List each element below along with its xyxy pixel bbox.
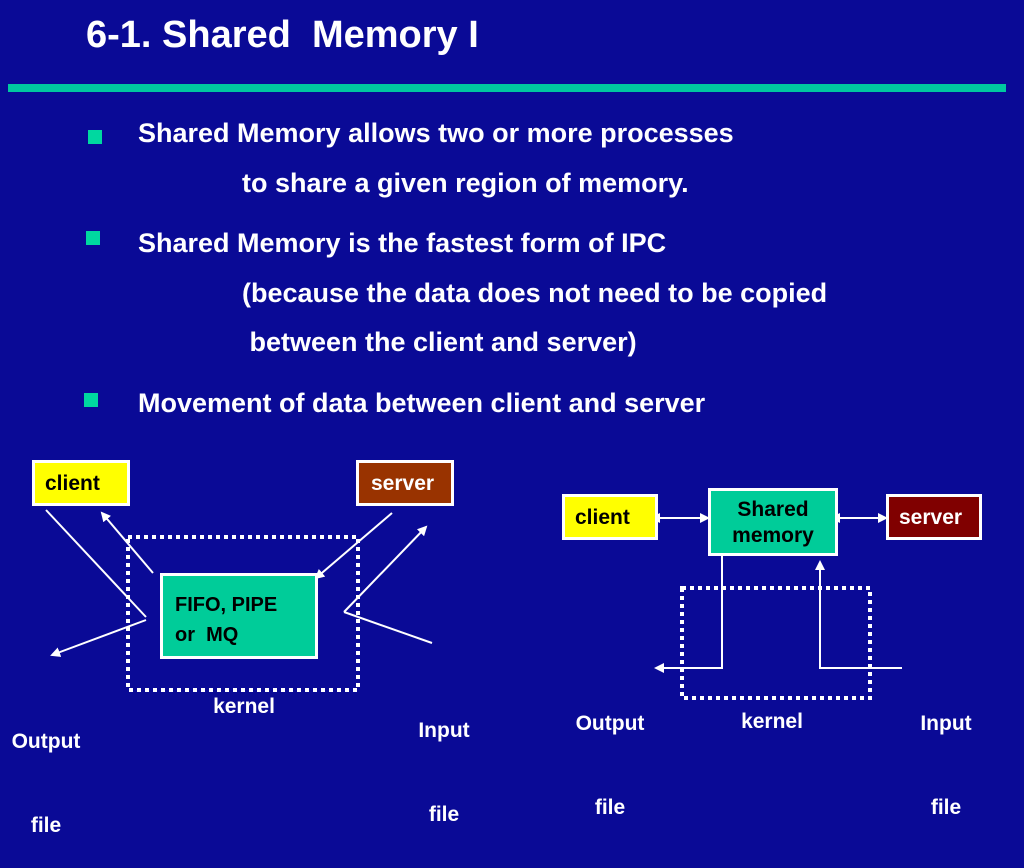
right-client-label: client — [575, 506, 630, 529]
left-output-line-1: Output — [11, 730, 81, 753]
left-kernel-label: kernel — [213, 695, 275, 718]
left-client-box: client — [32, 460, 130, 506]
left-output-arrow — [50, 619, 147, 657]
bullet-2-line-2: (because the data does not need to be co… — [242, 278, 828, 308]
bullet-3-line-1: Movement of data between client and serv… — [138, 388, 706, 418]
left-input-to-server-arrow — [343, 525, 428, 613]
left-input-line-1: Input — [418, 719, 470, 742]
right-input-to-shared-arrow — [815, 560, 902, 669]
right-output-line-1: Output — [575, 712, 645, 735]
shared-memory-box: Shared memory — [708, 488, 838, 556]
bullet-1-line-1: Shared Memory allows two or more process… — [138, 118, 734, 148]
right-input-file-label: Input file — [900, 654, 992, 850]
fifo-box: FIFO, PIPE or MQ — [160, 573, 318, 659]
right-input-line-1: Input — [920, 712, 972, 735]
right-shared-to-output-arrow — [654, 556, 723, 673]
right-server-label: server — [899, 506, 963, 529]
fifo-label-line-1: FIFO, PIPE — [175, 594, 278, 616]
left-output-file-label: Output file — [0, 672, 92, 868]
left-server-to-fifo-arrow — [314, 512, 393, 580]
fifo-label-line-2: or MQ — [175, 624, 239, 646]
right-kernel-boundary — [680, 586, 872, 700]
title-divider — [8, 84, 1006, 92]
bullet-1-line-2: to share a given region of memory. — [242, 168, 689, 198]
left-kernel-boundary — [126, 535, 360, 692]
bullet-2-line-3: between the client and server) — [242, 327, 637, 357]
left-output-line-2: file — [30, 814, 62, 837]
bullet-2-line-1: Shared Memory is the fastest form of IPC — [138, 228, 667, 258]
left-client-label: client — [45, 472, 100, 495]
right-client-box: client — [562, 494, 658, 540]
right-output-file-label: Output file — [562, 654, 658, 850]
bullet-1-marker — [88, 130, 102, 144]
right-output-line-2: file — [594, 796, 626, 819]
right-input-line-2: file — [930, 796, 962, 819]
left-server-box: server — [356, 460, 454, 506]
left-fifo-to-client-arrow — [100, 511, 154, 574]
slide-title: 6-1. Shared Memory I — [86, 14, 479, 56]
left-server-label: server — [371, 472, 435, 495]
right-kernel-label: kernel — [741, 710, 803, 733]
left-client-to-output-line — [45, 509, 147, 618]
shared-memory-line-1: Shared — [737, 498, 809, 521]
right-server-box: server — [886, 494, 982, 540]
bullet-2-marker — [86, 231, 100, 245]
shared-memory-line-2: memory — [732, 524, 814, 547]
left-input-file-label: Input file — [398, 661, 490, 857]
left-input-to-fifo-line — [343, 611, 433, 644]
left-input-line-2: file — [428, 803, 460, 826]
bullet-3-marker — [84, 393, 98, 407]
diagram-connectors — [45, 509, 902, 700]
